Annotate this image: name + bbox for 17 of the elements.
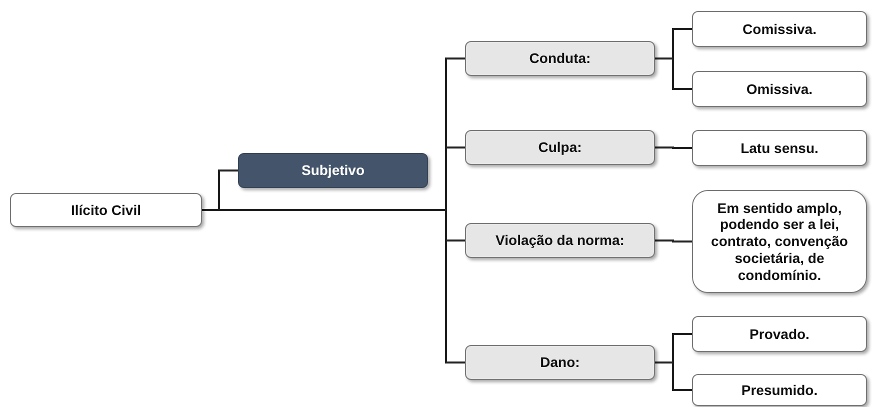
concept-box: Omissiva.: [692, 71, 867, 107]
concept-box: Dano:: [465, 345, 655, 380]
connector-line: [655, 58, 692, 90]
concept-box: Violação da norma:: [465, 223, 655, 258]
connector-line: [202, 209, 465, 364]
concept-box: Provado.: [692, 316, 867, 352]
concept-box: Conduta:: [465, 41, 655, 76]
connector-line: [655, 362, 692, 391]
category-box: Subjetivo: [238, 153, 428, 188]
concept-box: Comissiva.: [692, 11, 867, 47]
concept-box: Em sentido amplo, podendo ser a lei, contrato, convenção societária, de condomínio.: [692, 190, 867, 293]
concept-box: Presumido.: [692, 374, 867, 406]
connector-line: [655, 146, 692, 149]
connector-line: [655, 240, 692, 242]
concept-box: Ilícito Civil: [10, 193, 202, 227]
concept-box: Culpa:: [465, 130, 655, 165]
concept-box: Latu sensu.: [692, 130, 867, 166]
